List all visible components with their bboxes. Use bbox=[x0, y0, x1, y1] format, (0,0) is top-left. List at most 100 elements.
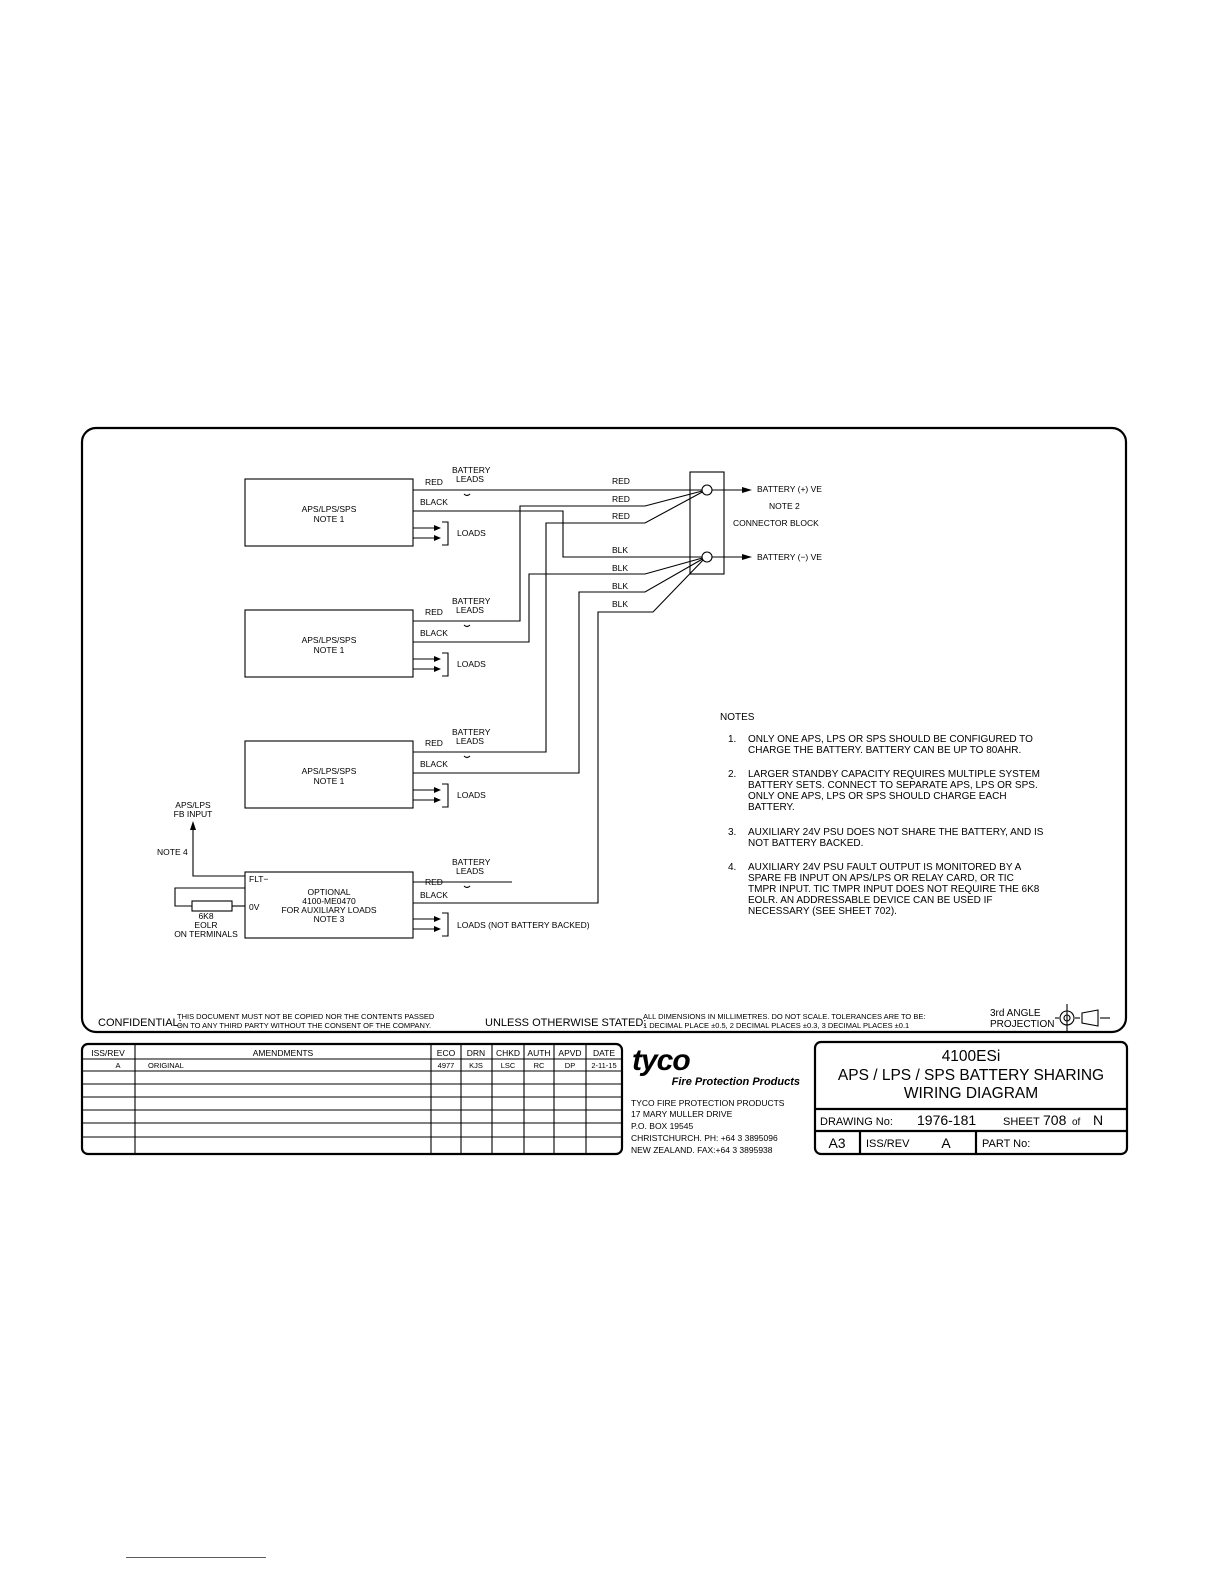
note-line: ONLY ONE APS, LPS OR SPS SHOULD BE CONFI… bbox=[748, 734, 1033, 745]
note-line: TMPR INPUT. TIC TMPR INPUT DOES NOT REQU… bbox=[748, 884, 1040, 895]
connector-block-label: CONNECTOR BLOCK bbox=[733, 518, 819, 528]
connector-note: NOTE 2 bbox=[769, 501, 800, 511]
table-cell: DP bbox=[565, 1061, 575, 1070]
battery-leads-label: BATTERY bbox=[452, 857, 491, 867]
iss-rev-label: ISS/REV bbox=[866, 1138, 910, 1150]
aux-fault-circuit: APS/LPS FB INPUT NOTE 4 FLT− 0V 6K8 EOLR… bbox=[157, 800, 268, 939]
black-label: BLACK bbox=[420, 628, 448, 638]
red-label: RED bbox=[425, 477, 443, 487]
address-line: NEW ZEALAND. FAX:+64 3 3895938 bbox=[631, 1145, 773, 1155]
drawing-number-label: DRAWING No: bbox=[820, 1116, 893, 1128]
red-label: RED bbox=[425, 738, 443, 748]
note-4: 4. AUXILIARY 24V PSU FAULT OUTPUT IS MON… bbox=[728, 862, 1040, 917]
battery-leads-label: LEADS bbox=[456, 866, 484, 876]
psu-unit-3: APS/LPS/SPS NOTE 1 bbox=[244, 740, 414, 809]
revision-table: ISS/REV AMENDMENTS ECO DRN CHKD AUTH APV… bbox=[80, 1042, 624, 1156]
psu-unit-note: NOTE 1 bbox=[314, 645, 345, 655]
column-header: DRN bbox=[467, 1048, 485, 1058]
wiring bbox=[413, 489, 707, 904]
eolr-resistor bbox=[191, 900, 233, 912]
drawing-title: WIRING DIAGRAM bbox=[904, 1085, 1038, 1102]
table-cell: RC bbox=[534, 1061, 545, 1070]
battery-negative-label: BATTERY (−) VE bbox=[757, 552, 822, 562]
psu-unit-2: APS/LPS/SPS NOTE 1 bbox=[244, 609, 414, 678]
company-block: tyco Fire Protection Products TYCO FIRE … bbox=[631, 1044, 800, 1155]
table-cell: KJS bbox=[469, 1061, 483, 1070]
flt-terminal-label: FLT− bbox=[249, 874, 268, 884]
drawing-border bbox=[80, 426, 1128, 1034]
note-line: BATTERY. bbox=[748, 802, 795, 813]
sheet-number: 708 bbox=[1043, 1112, 1067, 1128]
unless-stated-label: UNLESS OTHERWISE STATED: bbox=[485, 1017, 646, 1029]
aux-unit-note: NOTE 3 bbox=[314, 914, 345, 924]
fb-input-label: FB INPUT bbox=[174, 809, 213, 819]
note-line: AUXILIARY 24V PSU DOES NOT SHARE THE BAT… bbox=[748, 827, 1044, 838]
confidential-label: CONFIDENTIAL: bbox=[98, 1017, 182, 1029]
psu-unit-note: NOTE 1 bbox=[314, 514, 345, 524]
address-line: TYCO FIRE PROTECTION PRODUCTS bbox=[631, 1098, 785, 1108]
note-line: AUXILIARY 24V PSU FAULT OUTPUT IS MONITO… bbox=[748, 862, 1022, 873]
aux-psu-unit: OPTIONAL 4100-ME0470 FOR AUXILIARY LOADS… bbox=[244, 871, 414, 939]
red-label: RED bbox=[612, 511, 630, 521]
column-header: ECO bbox=[437, 1048, 456, 1058]
note-line: BATTERY SETS. CONNECT TO SEPARATE APS, L… bbox=[748, 780, 1038, 791]
psu-unit-label: APS/LPS/SPS bbox=[302, 766, 357, 776]
column-header: CHKD bbox=[496, 1048, 520, 1058]
battery-leads-label: BATTERY bbox=[452, 727, 491, 737]
column-header: AMENDMENTS bbox=[253, 1048, 314, 1058]
blk-label: BLK bbox=[612, 599, 628, 609]
confidential-text: ON TO ANY THIRD PARTY WITHOUT THE CONSEN… bbox=[177, 1021, 431, 1030]
note-line: NECESSARY (SEE SHEET 702). bbox=[748, 906, 897, 917]
aux-unit-line: 4100-ME0470 bbox=[302, 896, 356, 906]
note-line: NOT BATTERY BACKED. bbox=[748, 838, 863, 849]
connector-wire-labels: RED RED RED BLK BLK BLK BLK bbox=[612, 476, 630, 609]
table-cell: ORIGINAL bbox=[148, 1061, 184, 1070]
unit-wire-labels: RED BLACK BATTERY LEADS RED BLACK BATTER… bbox=[420, 465, 491, 900]
black-label: BLACK bbox=[420, 890, 448, 900]
dimensions-text: ALL DIMENSIONS IN MILLIMETRES. DO NOT SC… bbox=[643, 1012, 925, 1021]
lead-break-marks bbox=[463, 493, 471, 889]
loads-label: LOADS bbox=[457, 528, 486, 538]
blk-label: BLK bbox=[612, 563, 628, 573]
psu-unit-1: APS/LPS/SPS NOTE 1 bbox=[244, 478, 414, 547]
border-footer: CONFIDENTIAL: THIS DOCUMENT MUST NOT BE … bbox=[98, 1004, 1110, 1031]
red-label: RED bbox=[612, 476, 630, 486]
notes-title: NOTES bbox=[720, 712, 755, 723]
notes-section: NOTES 1. ONLY ONE APS, LPS OR SPS SHOULD… bbox=[720, 712, 1044, 917]
drawing-number: 1976-181 bbox=[917, 1112, 976, 1128]
column-header: AUTH bbox=[527, 1048, 550, 1058]
blk-label: BLK bbox=[612, 581, 628, 591]
loads-not-backed-label: LOADS (NOT BATTERY BACKED) bbox=[457, 920, 590, 930]
red-label: RED bbox=[425, 607, 443, 617]
note-1: 1. ONLY ONE APS, LPS OR SPS SHOULD BE CO… bbox=[728, 734, 1033, 756]
projection-label: 3rd ANGLE bbox=[990, 1008, 1041, 1019]
dimensions-text: 1 DECIMAL PLACE ±0.5, 2 DECIMAL PLACES ±… bbox=[643, 1021, 909, 1030]
fb-input-label: APS/LPS bbox=[175, 800, 211, 810]
address-line: CHRISTCHURCH. PH: +64 3 3895096 bbox=[631, 1133, 778, 1143]
resistor-label: EOLR bbox=[194, 920, 217, 930]
note-line: ONLY ONE APS, LPS OR SPS SHOULD CHARGE E… bbox=[748, 791, 1007, 802]
connector-block: BATTERY (+) VE NOTE 2 CONNECTOR BLOCK BA… bbox=[689, 471, 822, 575]
note-line: CHARGE THE BATTERY. BATTERY CAN BE UP TO… bbox=[748, 745, 1021, 756]
sheet-total: N bbox=[1093, 1112, 1103, 1128]
battery-leads-label: LEADS bbox=[456, 605, 484, 615]
footer-rule bbox=[126, 1557, 266, 1558]
table-cell: LSC bbox=[501, 1061, 516, 1070]
loads-label: LOADS bbox=[457, 659, 486, 669]
note-line: EOLR. AN ADDRESSABLE DEVICE CAN BE USED … bbox=[748, 895, 993, 906]
address-line: P.O. BOX 19545 bbox=[631, 1121, 693, 1131]
column-header: APVD bbox=[558, 1048, 581, 1058]
psu-unit-label: APS/LPS/SPS bbox=[302, 635, 357, 645]
battery-leads-label: LEADS bbox=[456, 736, 484, 746]
resistor-value: 6K8 bbox=[198, 911, 213, 921]
load-outputs: LOADS LOADS LOADS LOADS (NOT BATTERY BAC… bbox=[413, 521, 590, 937]
drawing-title: APS / LPS / SPS BATTERY SHARING bbox=[838, 1067, 1104, 1084]
product-name: 4100ESi bbox=[942, 1048, 1001, 1065]
note-number: 4. bbox=[728, 862, 736, 873]
note-3: 3. AUXILIARY 24V PSU DOES NOT SHARE THE … bbox=[728, 827, 1044, 849]
sheet-label: SHEET bbox=[1003, 1116, 1040, 1128]
aux-unit-line: FOR AUXILIARY LOADS bbox=[281, 905, 376, 915]
battery-positive-label: BATTERY (+) VE bbox=[757, 484, 822, 494]
ov-terminal-label: 0V bbox=[249, 902, 260, 912]
